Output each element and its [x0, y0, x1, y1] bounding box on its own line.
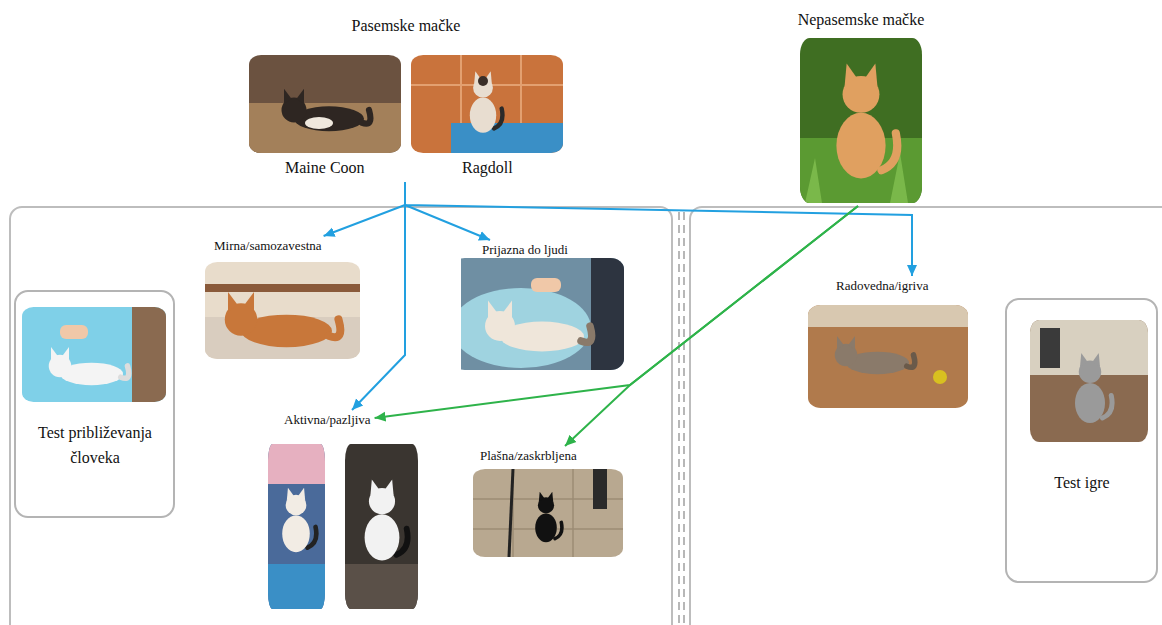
- photo-caption: Ragdoll: [458, 156, 517, 179]
- cat-photo: [205, 262, 360, 359]
- group-heading: Pasemske mačke: [245, 16, 567, 36]
- panel: [10, 207, 672, 625]
- panel: [690, 207, 1162, 625]
- category-label: Mirna/samozavestna: [210, 236, 326, 256]
- cat-photo: [249, 55, 401, 153]
- connector-arrow: [352, 182, 405, 410]
- caption-text: Radovedna/igriva: [836, 278, 928, 294]
- cat-photo: [451, 258, 624, 370]
- caption-text: Prijazna do ljudi: [482, 242, 568, 258]
- connector-arrow: [405, 182, 490, 240]
- cat-photo: [808, 305, 968, 408]
- category-label: Radovedna/igriva: [832, 276, 932, 296]
- group-box: Nepasemske mačke: [791, 4, 931, 206]
- test-box: Test igre: [1005, 298, 1158, 583]
- photo-caption: Maine Coon: [281, 156, 369, 179]
- connector-arrow: [375, 206, 858, 418]
- cat-photo: [473, 469, 623, 557]
- caption-text: Maine Coon: [285, 158, 365, 177]
- caption-text: Plašna/zaskrbljena: [480, 448, 577, 464]
- caption-text: Aktivna/pazljiva: [284, 412, 371, 428]
- connector-arrow: [324, 182, 405, 236]
- group-box: Pasemske mačkeMaine Coon Ragdoll: [245, 8, 567, 182]
- category-label: Plašna/zaskrbljena: [476, 446, 581, 466]
- category-label: Prijazna do ljudi: [478, 240, 572, 260]
- connector-arrow: [565, 206, 858, 446]
- cat-photo: [22, 307, 166, 402]
- test-label: Test igre: [1017, 470, 1147, 495]
- connector-arrow: [405, 182, 912, 276]
- category-label: Aktivna/pazljiva: [280, 410, 375, 430]
- group-heading: Nepasemske mačke: [791, 10, 931, 30]
- cat-photo: [1030, 320, 1148, 442]
- separator: [678, 212, 680, 625]
- cat-photo: [345, 444, 418, 609]
- test-box: Test približevanja človeka: [14, 290, 175, 518]
- caption-text: Ragdoll: [462, 158, 513, 177]
- separator: [683, 212, 685, 625]
- caption-text: Mirna/samozavestna: [214, 238, 322, 254]
- cat-photo: [800, 38, 922, 203]
- cat-photo: [268, 444, 325, 609]
- cat-photo: [411, 55, 563, 153]
- test-label: Test približevanja človeka: [25, 420, 165, 470]
